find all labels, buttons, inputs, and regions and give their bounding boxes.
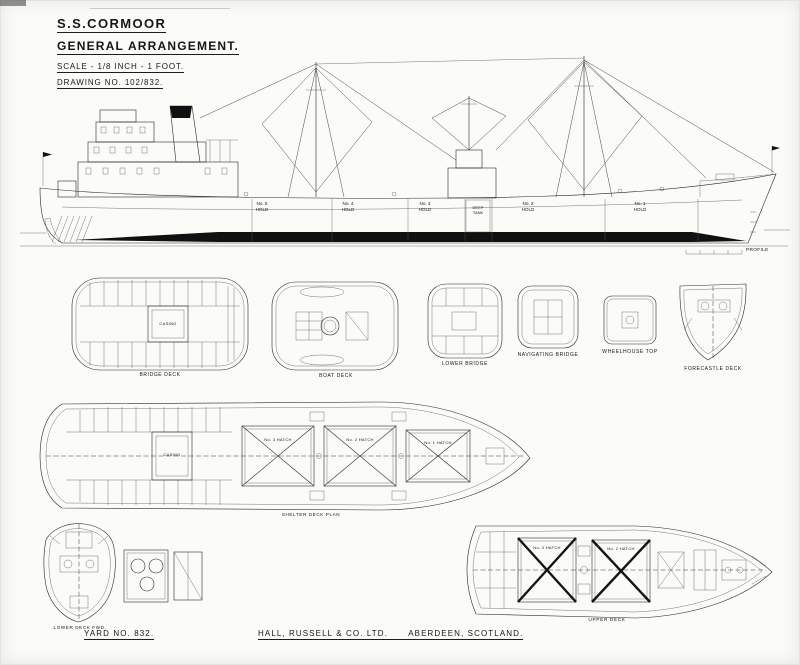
boat-deck-label: BOAT DECK <box>319 373 353 379</box>
boiler-room-plan <box>123 549 203 603</box>
title-block-ship-name: S.S.CORMOOR <box>57 16 167 33</box>
bridge-deck-casing-label: CASING <box>159 321 177 326</box>
shelter-deck-hatch2-label: No. 2 HATCH <box>346 437 374 442</box>
profile-view <box>20 56 790 255</box>
forecastle-deck-label: FORECASTLE DECK <box>684 366 742 372</box>
upper-deck-hatch3-label: No. 3 HATCH <box>533 545 561 550</box>
lower-bridge-label: LOWER BRIDGE <box>441 361 489 367</box>
profile-label: PROFILE <box>746 248 769 253</box>
wheelhouse-top-plan <box>603 295 657 345</box>
bridge-deck-label: BRIDGE DECK <box>139 372 181 378</box>
lower-bridge-plan <box>427 283 503 359</box>
title-block-scale: SCALE - 1/8 INCH - 1 FOOT. <box>57 62 184 73</box>
lower-deck-forward-plan <box>43 523 116 623</box>
scan-artifact <box>90 8 230 9</box>
wheelhouse-top-label: WHEELHOUSE TOP <box>602 349 658 355</box>
builder-credit: HALL, RUSSELL & CO. LTD. ABERDEEN, SCOTL… <box>258 629 524 640</box>
navigating-bridge-label: NAVIGATING BRIDGE <box>517 352 579 358</box>
shelter-deck-hatch1-label: No. 1 HATCH <box>424 440 452 445</box>
title-block-drawing-title: GENERAL ARRANGEMENT. <box>57 39 240 55</box>
lower-deck-forward-label: LOWER DECK FWD. <box>53 625 107 630</box>
title-block-drawing-number: DRAWING NO. 102/832. <box>57 78 164 89</box>
shelter-deck-plan <box>39 401 531 511</box>
yard-number: YARD NO. 832. <box>84 629 155 640</box>
boat-deck-plan <box>271 281 399 371</box>
forecastle-deck-plan <box>679 283 747 361</box>
upper-deck-label: UPPER DECK <box>588 618 626 623</box>
scan-artifact <box>0 0 26 6</box>
bridge-deck-plan <box>71 277 249 371</box>
shelter-deck-label: SHELTER DECK PLAN <box>281 512 341 517</box>
navigating-bridge-plan <box>517 285 579 349</box>
upper-deck-plan <box>466 525 773 619</box>
shelter-deck-casing-label: CASING <box>163 452 181 457</box>
shelter-deck-hatch3-label: No. 3 HATCH <box>264 437 292 442</box>
upper-deck-hatch2-label: No. 2 HATCH <box>607 546 635 551</box>
